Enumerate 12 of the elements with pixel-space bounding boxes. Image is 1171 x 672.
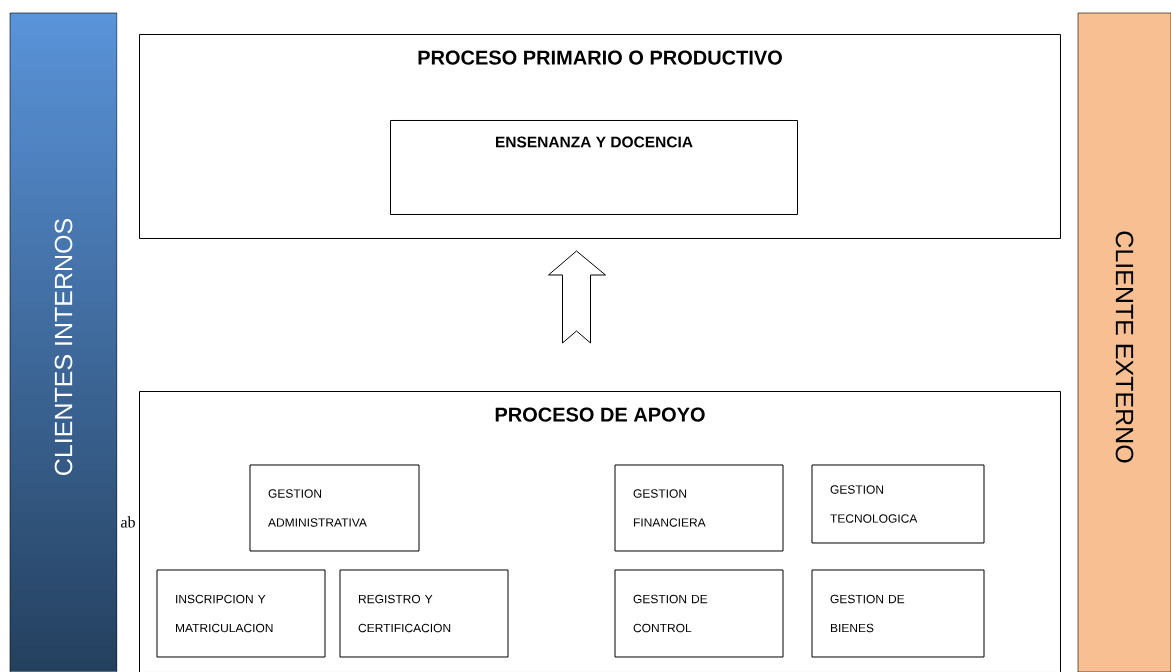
side-band: CLIENTE EXTERNO [1077, 12, 1171, 672]
stray-text: ab [121, 516, 135, 528]
block-arrow [548, 250, 606, 344]
process-box: REGISTRO Y CERTIFICACION [339, 569, 509, 658]
process-box: GESTION DE BIENES [811, 569, 985, 658]
side-band: CLIENTES INTERNOS [9, 12, 118, 672]
process-box: GESTION TECNOLOGICA [811, 464, 985, 544]
process-box: GESTION DE CONTROL [614, 569, 784, 658]
process-box: ENSENANZA Y DOCENCIA [390, 120, 798, 215]
process-box: GESTION FINANCIERA [614, 464, 784, 552]
process-box: INSCRIPCION Y MATRICULACION [156, 569, 326, 658]
process-box: GESTION ADMINISTRATIVA [249, 464, 420, 552]
